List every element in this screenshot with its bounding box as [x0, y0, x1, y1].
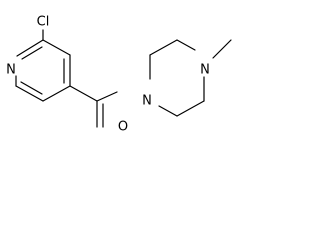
bond-carbonyl-n [96, 91, 118, 102]
bond-c2-c3 [42, 39, 71, 56]
bond-c5-c6 [15, 85, 44, 102]
bond-c5-c6-double [20, 81, 43, 95]
bonds [15, 29, 232, 128]
bond-c4-carbonyl [69, 85, 98, 102]
piperazine-methyl-nitrogen-label: N [200, 63, 210, 78]
bond-n1-c2-double [21, 46, 43, 60]
bond-ch2-b-n [176, 39, 196, 51]
carbonyl-oxygen-label: O [118, 120, 128, 135]
bond-ch2-a-ch2-b [149, 39, 178, 56]
atom-labels: Cl N O N N [6, 15, 210, 135]
chlorine-label: Cl [37, 15, 50, 30]
bond-n-methyl [212, 39, 232, 59]
bond-ch2-d-n [158, 105, 178, 117]
bond-n1-c2 [16, 39, 44, 57]
structure-diagram: Cl N O N N [6, 15, 232, 135]
pyridine-nitrogen-label: N [6, 63, 16, 78]
bond-c4-c5 [42, 85, 71, 102]
piperazine-amide-nitrogen-label: N [142, 94, 152, 109]
bond-ch2-c-ch2-d [176, 100, 205, 117]
